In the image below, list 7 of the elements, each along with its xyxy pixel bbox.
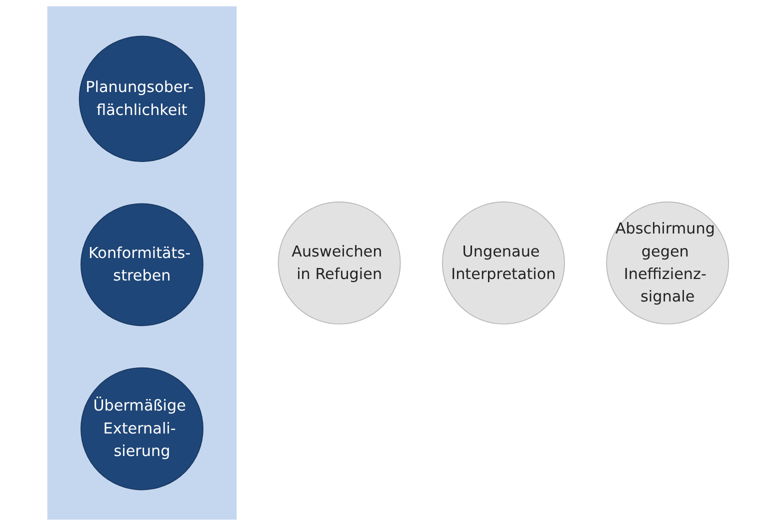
node-circle: Übermäßige Externali- sierung (80, 367, 204, 490)
node-circle: Konformitäts- streben (80, 203, 204, 326)
cluster (47, 6, 236, 520)
node-circle: Abschirmung gegen Ineffizienz- signale (606, 202, 729, 324)
node-circle: Ausweichen in Refugien (278, 202, 401, 324)
node-circle: Ungenaue Interpretation (442, 202, 565, 324)
node-circle: Planungsober- flächlichkeit (78, 36, 205, 162)
